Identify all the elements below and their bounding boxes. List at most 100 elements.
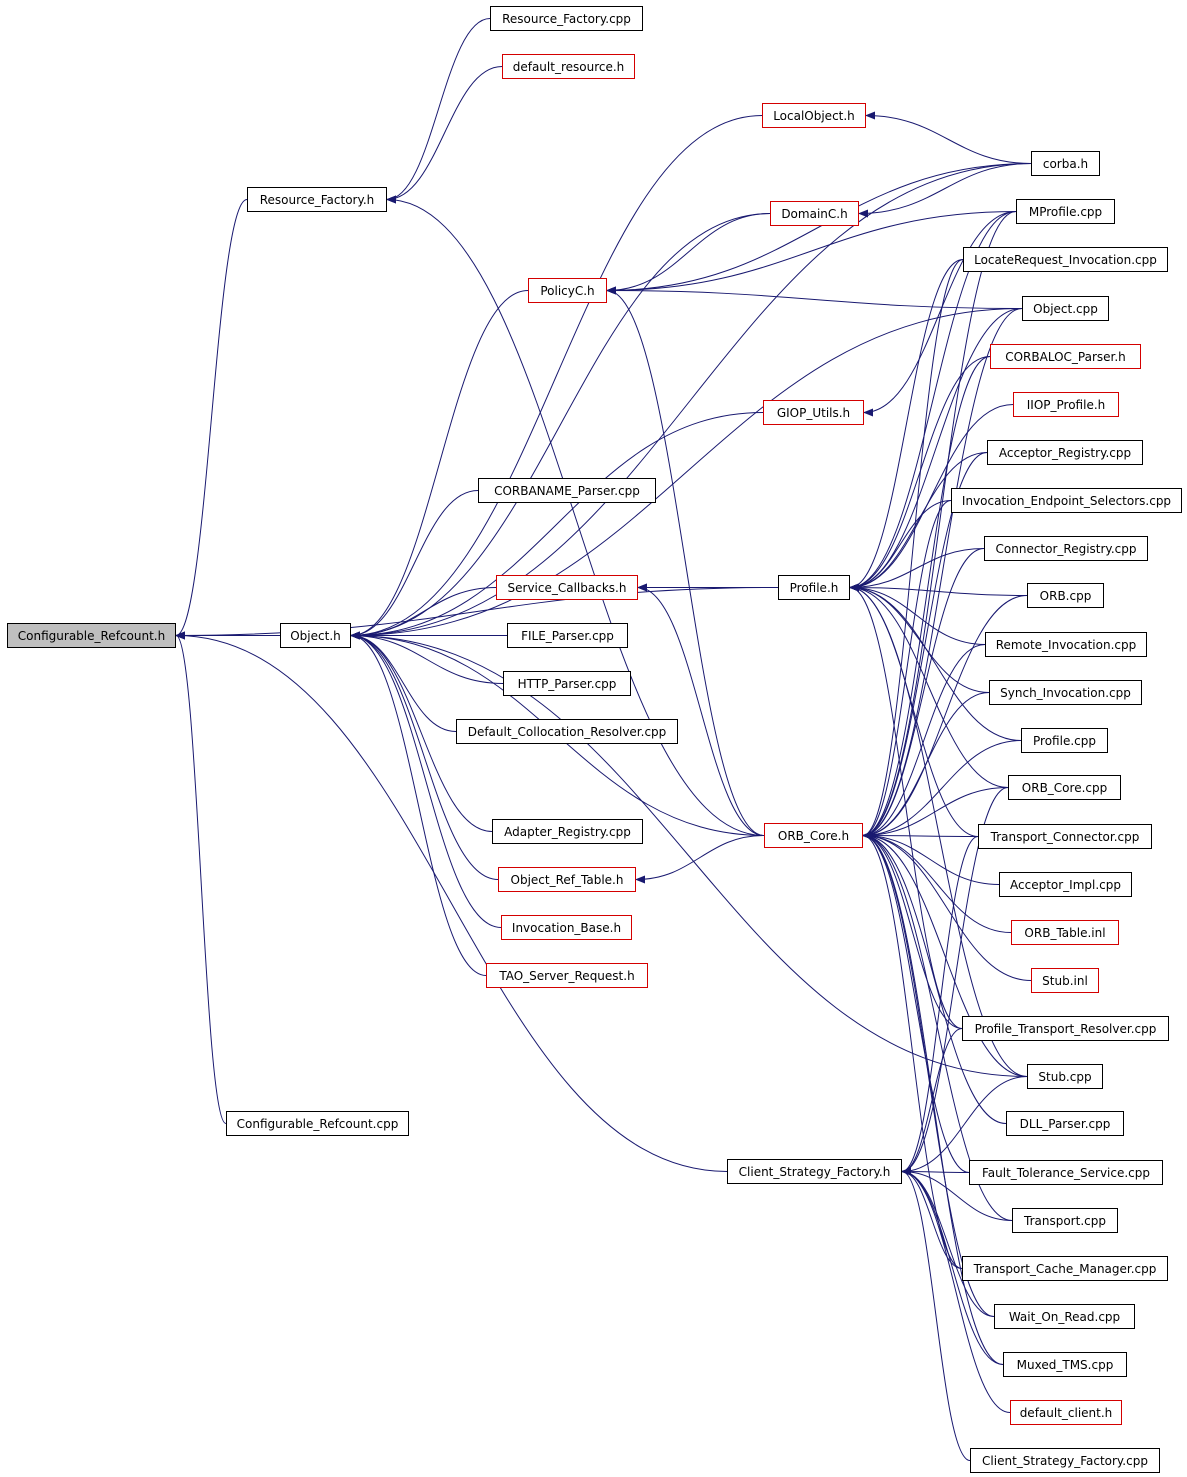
- node-localobject-h[interactable]: LocalObject.h: [762, 103, 866, 128]
- edge-profile-transport-resolver-cpp-to-profile-h: [849, 583, 963, 1029]
- edge-transport-connector-cpp-to-client-strategy-factory-h: [901, 836, 979, 1176]
- edge-stub-inl-to-orb-core-h: [862, 831, 1032, 981]
- edge-muxed-tms-cpp-to-orb-core-h: [862, 831, 1004, 1365]
- node-acceptor-impl-cpp[interactable]: Acceptor_Impl.cpp: [999, 872, 1132, 897]
- node-http-parser-cpp[interactable]: HTTP_Parser.cpp: [503, 671, 631, 696]
- node-client-strategy-factory-h[interactable]: Client_Strategy_Factory.h: [727, 1159, 902, 1184]
- node-corbaloc-parser-h[interactable]: CORBALOC_Parser.h: [990, 344, 1141, 369]
- edge-stub-cpp-to-object-h: [350, 631, 1028, 1077]
- edge-corba-h-to-domainc-h: [858, 163, 1032, 218]
- edge-acceptor-registry-cpp-to-profile-h: [849, 452, 988, 592]
- node-stub-cpp[interactable]: Stub.cpp: [1027, 1064, 1103, 1089]
- node-configurable-refcount-h[interactable]: Configurable_Refcount.h: [7, 623, 176, 648]
- node-mprofile-cpp[interactable]: MProfile.cpp: [1016, 199, 1115, 224]
- edge-transport-cache-manager-cpp-to-orb-core-h: [862, 831, 963, 1269]
- edge-invocation-base-h-to-object-h: [350, 631, 502, 928]
- node-resource-factory-h[interactable]: Resource_Factory.h: [247, 187, 387, 212]
- node-connector-registry-cpp[interactable]: Connector_Registry.cpp: [984, 536, 1148, 561]
- edge-policyc-h-to-object-h: [350, 290, 529, 640]
- edge-default-collocation-resolver-cpp-to-object-h: [350, 631, 457, 732]
- node-fault-tolerance-service-cpp[interactable]: Fault_Tolerance_Service.cpp: [969, 1160, 1163, 1185]
- edge-connector-registry-cpp-to-orb-core-h: [862, 548, 985, 840]
- node-locaterequest-invocation-cpp[interactable]: LocateRequest_Invocation.cpp: [963, 247, 1168, 272]
- edge-giop-utils-h-to-object-h: [350, 412, 764, 640]
- node-transport-cache-manager-cpp[interactable]: Transport_Cache_Manager.cpp: [962, 1256, 1168, 1281]
- node-object-h[interactable]: Object.h: [280, 623, 351, 648]
- node-corbaname-parser-cpp[interactable]: CORBANAME_Parser.cpp: [478, 478, 656, 503]
- node-client-strategy-factory-cpp[interactable]: Client_Strategy_Factory.cpp: [970, 1448, 1160, 1473]
- node-stub-inl[interactable]: Stub.inl: [1031, 968, 1099, 993]
- node-orb-core-h[interactable]: ORB_Core.h: [764, 823, 863, 848]
- edge-default-resource-h-to-resource-factory-h: [386, 66, 503, 204]
- node-orb-cpp[interactable]: ORB.cpp: [1027, 583, 1104, 608]
- edge-acceptor-impl-cpp-to-orb-core-h: [862, 831, 1000, 885]
- node-dll-parser-cpp[interactable]: DLL_Parser.cpp: [1006, 1111, 1124, 1136]
- edge-remote-invocation-cpp-to-profile-h: [849, 583, 986, 645]
- edge-configurable-refcount-cpp-to-configurable-refcount-h: [175, 631, 227, 1124]
- node-remote-invocation-cpp[interactable]: Remote_Invocation.cpp: [985, 632, 1147, 657]
- edge-remote-invocation-cpp-to-orb-core-h: [862, 644, 986, 840]
- edge-transport-cpp-to-orb-core-h: [862, 831, 1013, 1221]
- node-service-callbacks-h[interactable]: Service_Callbacks.h: [496, 575, 638, 600]
- edge-invocation-endpoint-selectors-cpp-to-orb-core-h: [862, 500, 952, 840]
- node-default-collocation-resolver-cpp[interactable]: Default_Collocation_Resolver.cpp: [456, 719, 678, 744]
- node-orb-core-cpp[interactable]: ORB_Core.cpp: [1008, 775, 1121, 800]
- edge-client-strategy-factory-cpp-to-client-strategy-factory-h: [901, 1167, 971, 1461]
- node-configurable-refcount-cpp[interactable]: Configurable_Refcount.cpp: [226, 1111, 409, 1136]
- node-giop-utils-h[interactable]: GIOP_Utils.h: [763, 400, 864, 425]
- node-profile-cpp[interactable]: Profile.cpp: [1021, 728, 1108, 753]
- edge-mprofile-cpp-to-giop-utils-h: [863, 211, 1017, 417]
- edge-transport-cache-manager-cpp-to-client-strategy-factory-h: [901, 1167, 963, 1269]
- node-default-resource-h[interactable]: default_resource.h: [502, 54, 635, 79]
- edge-locaterequest-invocation-cpp-to-orb-core-h: [862, 259, 964, 840]
- node-orb-table-inl[interactable]: ORB_Table.inl: [1011, 920, 1119, 945]
- edge-tao-server-request-h-to-object-h: [350, 631, 487, 976]
- node-invocation-base-h[interactable]: Invocation_Base.h: [501, 915, 632, 940]
- node-resource-factory-cpp[interactable]: Resource_Factory.cpp: [490, 6, 643, 31]
- edge-object-ref-table-h-to-object-h: [350, 631, 499, 880]
- node-transport-connector-cpp[interactable]: Transport_Connector.cpp: [978, 824, 1152, 849]
- edge-object-cpp-to-policyc-h: [606, 286, 1023, 309]
- edge-invocation-endpoint-selectors-cpp-to-profile-h: [849, 500, 952, 592]
- node-profile-h[interactable]: Profile.h: [778, 575, 850, 600]
- node-muxed-tms-cpp[interactable]: Muxed_TMS.cpp: [1003, 1352, 1127, 1377]
- node-domainc-h[interactable]: DomainC.h: [770, 201, 859, 226]
- edge-wait-on-read-cpp-to-orb-core-h: [862, 831, 995, 1317]
- edge-corbaname-parser-cpp-to-object-h: [350, 490, 479, 640]
- node-transport-cpp[interactable]: Transport.cpp: [1012, 1208, 1118, 1233]
- edge-orb-core-h-to-service-callbacks-h: [637, 583, 765, 836]
- node-object-ref-table-h[interactable]: Object_Ref_Table.h: [498, 867, 636, 892]
- edge-domainc-h-to-policyc-h: [606, 213, 771, 295]
- edge-resource-factory-cpp-to-resource-factory-h: [386, 18, 491, 204]
- edge-synch-invocation-cpp-to-orb-core-h: [862, 692, 990, 840]
- edge-corba-h-to-policyc-h: [606, 163, 1032, 295]
- node-iiop-profile-h[interactable]: IIOP_Profile.h: [1013, 392, 1119, 417]
- node-policyc-h[interactable]: PolicyC.h: [528, 278, 607, 303]
- node-tao-server-request-h[interactable]: TAO_Server_Request.h: [486, 963, 648, 988]
- edge-profile-h-to-configurable-refcount-h: [175, 587, 779, 640]
- edge-object-cpp-to-orb-core-h: [862, 308, 1023, 840]
- edge-orb-table-inl-to-orb-core-h: [862, 831, 1012, 933]
- node-file-parser-cpp[interactable]: FILE_Parser.cpp: [507, 623, 628, 648]
- node-acceptor-registry-cpp[interactable]: Acceptor_Registry.cpp: [987, 440, 1143, 465]
- node-profile-transport-resolver-cpp[interactable]: Profile_Transport_Resolver.cpp: [962, 1016, 1169, 1041]
- node-object-cpp[interactable]: Object.cpp: [1022, 296, 1109, 321]
- edge-orb-cpp-to-profile-h: [849, 583, 1028, 596]
- edge-stub-cpp-to-client-strategy-factory-h: [901, 1076, 1028, 1176]
- node-synch-invocation-cpp[interactable]: Synch_Invocation.cpp: [989, 680, 1142, 705]
- edge-resource-factory-h-to-configurable-refcount-h: [175, 199, 248, 640]
- edge-corbaloc-parser-h-to-orb-core-h: [862, 356, 991, 840]
- edge-orb-core-h-to-object-ref-table-h: [635, 835, 765, 884]
- edge-orb-core-cpp-to-profile-h: [849, 583, 1009, 788]
- node-adapter-registry-cpp[interactable]: Adapter_Registry.cpp: [492, 819, 643, 844]
- node-wait-on-read-cpp[interactable]: Wait_On_Read.cpp: [994, 1304, 1135, 1329]
- node-invocation-endpoint-selectors-cpp[interactable]: Invocation_Endpoint_Selectors.cpp: [951, 488, 1182, 513]
- node-corba-h[interactable]: corba.h: [1031, 151, 1100, 176]
- edge-orb-core-h-to-resource-factory-h: [386, 195, 765, 836]
- edge-orb-core-h-to-policyc-h: [606, 286, 765, 836]
- edge-transport-cpp-to-client-strategy-factory-h: [901, 1167, 1013, 1221]
- edge-profile-cpp-to-profile-h: [849, 583, 1022, 741]
- node-default-client-h[interactable]: default_client.h: [1010, 1400, 1122, 1425]
- edge-stub-cpp-to-orb-core-h: [862, 831, 1028, 1077]
- edge-orb-core-cpp-to-client-strategy-factory-h: [901, 787, 1009, 1176]
